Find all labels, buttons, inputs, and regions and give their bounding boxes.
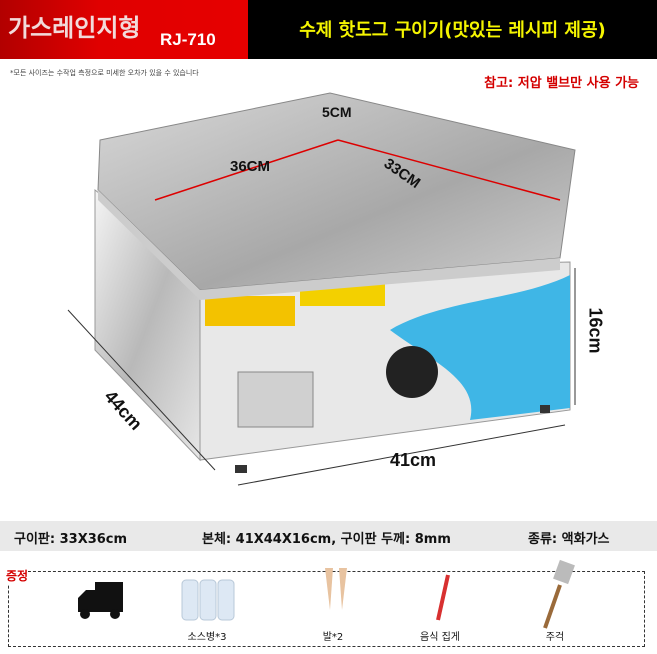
brand-text: 가스레인지형 xyxy=(8,14,141,42)
valve-notice: 참고: 저압 밸브만 사용 가능 xyxy=(484,76,639,91)
spec-plate: 구이판: 33X36cm xyxy=(14,532,128,547)
plate-edge xyxy=(98,190,560,300)
spec-body: 본체: 41X44X16cm, 구이판 두께: 8mm xyxy=(202,532,451,547)
gift-label: 증정 xyxy=(6,567,29,584)
height-label: 16cm xyxy=(585,307,606,354)
warning-label xyxy=(205,296,295,326)
plate-width-label: 36CM xyxy=(230,158,271,175)
header-brand-panel xyxy=(0,0,248,59)
product-title: 수제 핫도그 구이기(맛있는 레시피 제공) xyxy=(299,20,606,41)
gift-label-skewer: 발*2 xyxy=(322,632,344,643)
size-disclaimer: *모든 사이즈는 수작업 측정으로 미세한 오차가 있을 수 있습니다 xyxy=(10,69,199,77)
width-label: 41cm xyxy=(390,450,437,470)
spec-bar: 구이판: 33X36cm 본체: 41X44X16cm, 구이판 두께: 8mm… xyxy=(0,521,657,551)
header-title-panel xyxy=(248,0,657,59)
blue-decal xyxy=(390,275,570,420)
drip-tray xyxy=(237,371,314,428)
gift-label-sauce-bottle: 소스병*3 xyxy=(187,632,227,643)
gift-label-tongs: 음식 집게 xyxy=(420,632,460,643)
model-number: RJ-710 xyxy=(160,30,216,49)
griddle-illustration xyxy=(67,92,576,486)
gift-label-spatula: 주걱 xyxy=(545,632,565,643)
gas-knob xyxy=(386,346,438,398)
spec-type: 종류: 액화가스 xyxy=(528,532,610,547)
lip-height-label: 5CM xyxy=(322,104,352,120)
